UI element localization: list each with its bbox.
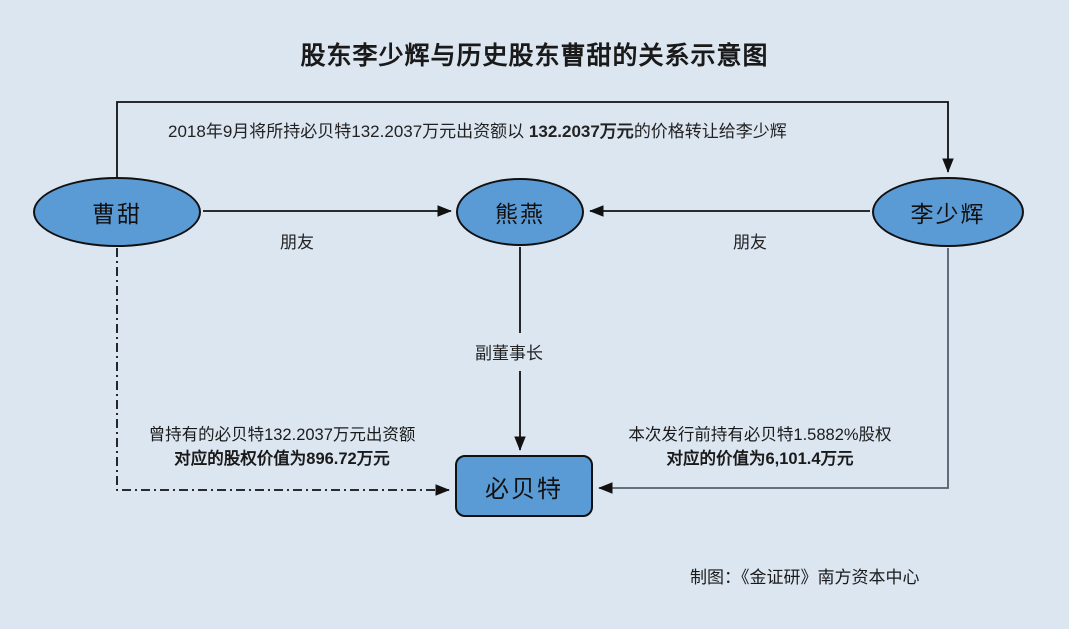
edge-label-current-holding-line1: 本次发行前持有必贝特1.5882%股权 xyxy=(628,426,892,444)
node-caotian[interactable]: 曹甜 xyxy=(33,177,201,247)
edge-current-holding xyxy=(598,248,949,494)
edge-transfer xyxy=(116,101,954,177)
edge-former-holding xyxy=(116,248,450,496)
edge-label-former-holding-line2: 对应的股权价值为896.72万元 xyxy=(174,449,390,468)
edge-label-transfer: 2018年9月将所持必贝特132.2037万元出资额以 132.2037万元的价… xyxy=(168,117,787,142)
edge-label-transfer-plain: 2018年9月将所持必贝特132.2037万元出资额以 xyxy=(168,122,529,141)
edge-label-current-holding: 本次发行前持有必贝特1.5882%股权 对应的价值为6,101.4万元 xyxy=(610,424,910,472)
node-xiongyan[interactable]: 熊燕 xyxy=(456,178,584,246)
node-caotian-label: 曹甜 xyxy=(92,201,142,227)
edge-label-transfer-tail: 的价格转让给李少辉 xyxy=(633,122,787,141)
credit-text: 制图：《金证研》南方资本中心 xyxy=(690,568,920,587)
edge-label-transfer-amount: 132.2037万元 xyxy=(528,122,634,141)
node-lishaohui[interactable]: 李少辉 xyxy=(872,177,1024,247)
edge-label-current-holding-line2: 对应的价值为6,101.4万元 xyxy=(666,449,854,468)
edge-label-former-holding-line1: 曾持有的必贝特132.2037万元出资额 xyxy=(148,426,416,444)
node-bibeite-label: 必贝特 xyxy=(485,475,563,503)
node-xiongyan-label: 熊燕 xyxy=(495,201,545,227)
edge-label-vice-chairman: 副董事长 xyxy=(475,344,543,363)
edge-label-former-holding: 曾持有的必贝特132.2037万元出资额 对应的股权价值为896.72万元 xyxy=(112,424,452,472)
edge-label-friend-right: 朋友 xyxy=(733,233,767,252)
page-title: 股东李少辉与历史股东曹甜的关系示意图 xyxy=(300,42,769,70)
edge-label-friend-left: 朋友 xyxy=(280,233,314,252)
node-bibeite[interactable]: 必贝特 xyxy=(455,455,593,517)
node-lishaohui-label: 李少辉 xyxy=(910,201,986,227)
